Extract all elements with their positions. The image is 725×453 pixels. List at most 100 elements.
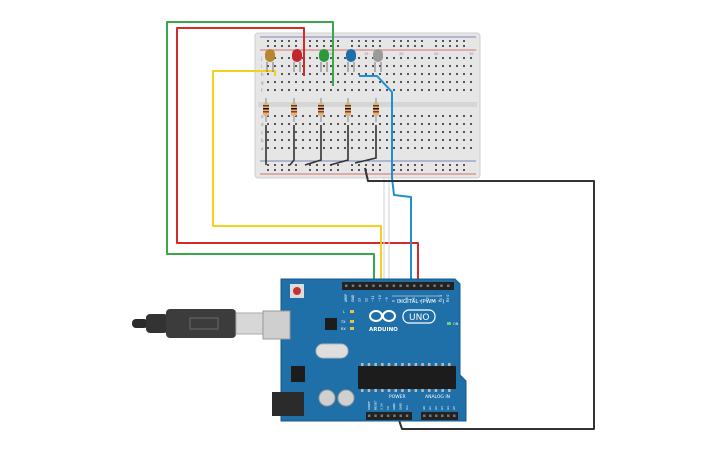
led-white[interactable] [373,49,383,72]
uno-badge [402,309,436,324]
uno-label: UNO [409,313,429,323]
column-number: 20 [399,52,403,56]
usb-cable-strain [146,314,168,333]
pin-label: 5V [386,405,390,410]
column-number: 25 [434,52,438,56]
pin-label: ~11 [371,295,375,302]
pin-label: AREF [344,294,348,302]
chip-legs [361,363,451,392]
led-tx-indicator [350,320,354,323]
crystal-oscillator [315,343,349,359]
row-letter-a: a [261,146,264,151]
resistor-2[interactable] [291,98,297,122]
wire-blue[interactable] [359,75,412,282]
capacitor-2 [337,389,355,407]
digital-header[interactable] [342,282,454,290]
power-label: POWER [389,394,406,400]
usb-plug [235,312,265,335]
wire-green[interactable] [166,21,375,282]
ground-jumpers[interactable] [265,125,377,166]
pin-label: 7 [398,300,402,302]
pin-label: A0 [422,406,426,410]
wires[interactable] [166,21,595,430]
jumper-2[interactable] [289,125,295,166]
pin-label: GND [399,402,403,410]
power-jack [272,392,304,416]
pin-label: TX 1 [439,295,443,303]
wire-red[interactable] [176,27,419,282]
wire-yellow[interactable] [212,70,382,282]
pin-label: A1 [428,406,432,410]
led-blue[interactable] [346,49,356,72]
usb-cable[interactable] [132,309,265,338]
pin-label: RESET [373,400,377,410]
pin-label: A3 [440,406,444,410]
arduino-label: ARDUINO [369,327,398,333]
pin-label: ~9 [385,297,389,302]
wire-black-ground[interactable] [364,167,595,430]
jumper-5[interactable] [354,125,377,164]
resistor-1[interactable] [263,98,269,122]
column-number: 30 [469,52,473,56]
led-orange[interactable] [265,49,275,72]
capacitor-1 [318,389,336,407]
resistor-4[interactable] [345,98,351,122]
arduino-logo-icon [369,310,396,322]
led-group[interactable] [265,49,383,72]
led-l-label: L [343,310,345,314]
pin-label: 12 [364,298,368,302]
column-number: 15 [364,52,368,56]
led-rx-label: RX [341,327,346,331]
on-label: ON [453,322,459,326]
digital-header-pins [345,284,450,287]
jumper-3[interactable] [304,125,322,166]
row-letter-d: d [261,122,264,127]
pin-label: Vin [405,405,409,410]
pin-label: A2 [434,406,438,410]
row-letter-j: j [260,56,262,61]
usb-socket [262,310,291,340]
analog-in-label: ANALOG IN [425,394,450,400]
pin-label: ~3 [426,297,430,302]
pin-label: 13 [358,298,362,302]
reset-button-cap[interactable] [293,287,301,295]
led-rx-indicator [350,327,354,330]
led-tx-label: TX [340,320,346,324]
column-number: 10 [329,52,333,56]
led-green[interactable] [319,49,329,72]
led-red[interactable] [292,49,302,72]
pin-label: ~6 [405,297,409,302]
resistor-group[interactable] [263,98,379,122]
on-led-indicator [447,322,451,325]
pin-label: 3.3V [380,402,384,410]
pin-label: A5 [452,406,456,410]
row-letter-b: b [261,138,264,143]
usb-logo-icon [189,317,219,330]
digital-pwm-label: DIGITAL (PWM ~) [397,299,444,305]
pin-label: GND [392,402,396,410]
led-l-indicator [350,310,354,313]
analog-header[interactable] [421,412,458,420]
breadboard[interactable]: 151015202530 j i h g f e d c b a [254,32,481,179]
row-letters: j i h g f e d c b a [260,56,264,151]
row-letter-g: g [261,80,264,85]
jumper-4[interactable] [329,125,349,166]
pin-label: A4 [446,406,450,410]
pin-label: RX 0 [446,295,450,302]
atmega-chip [358,366,456,389]
usb-connector-body [166,309,236,338]
resistor-3[interactable] [318,98,324,122]
pin-label: 4 [419,300,423,302]
voltage-regulator [291,366,305,382]
pin-label: IOREF [367,401,371,410]
resistor-5[interactable] [373,98,379,122]
usb-chip [325,318,337,330]
row-letter-i: i [261,64,262,69]
pin-label: ~5 [412,297,416,302]
bottom-header-pins [368,414,456,417]
pin-label: GND [351,294,355,302]
